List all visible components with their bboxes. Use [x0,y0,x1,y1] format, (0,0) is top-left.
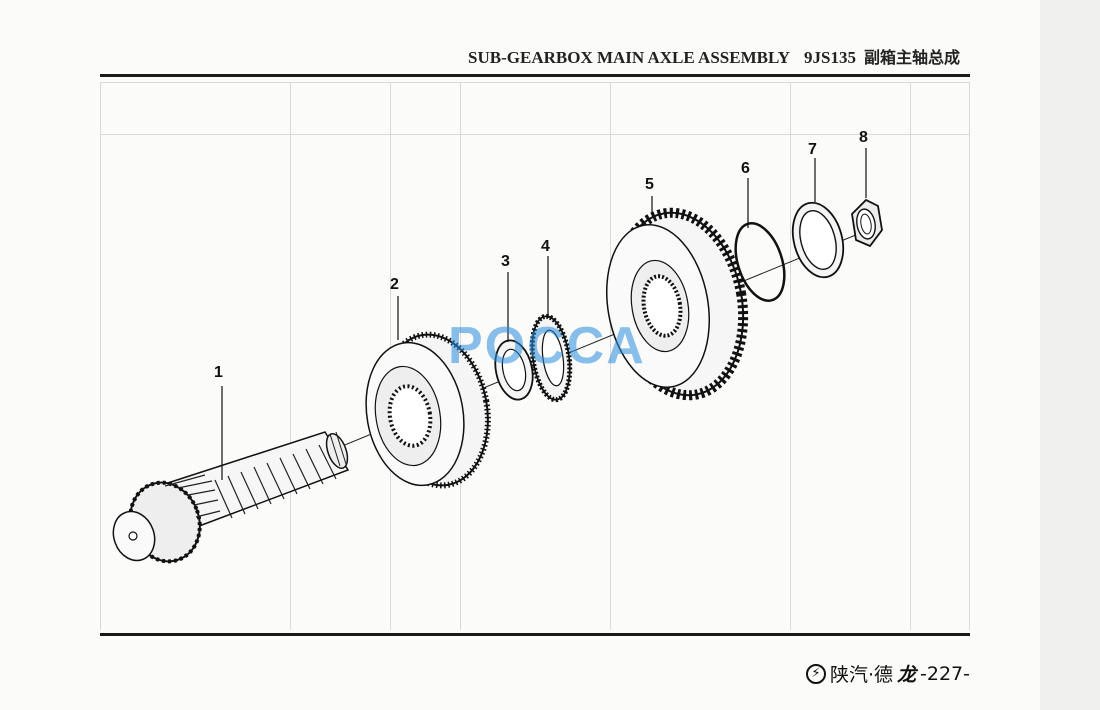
callout-1: 1 [214,364,223,381]
page-number: -227- [920,662,970,685]
part-1-main-shaft [112,431,350,564]
callout-2: 2 [390,276,399,293]
callout-7: 7 [808,141,817,158]
watermark: POCCA [448,317,646,375]
part-5-reduction-gear [605,207,749,401]
callout-8: 8 [859,129,868,146]
part-2-synchronizer [365,331,491,489]
footer-rule [100,633,970,636]
callout-6: 6 [741,160,750,177]
model-code: 9JS135 [804,48,856,67]
brand-name: 陕汽·德 [829,664,893,686]
title-chinese: 副箱主轴总成 [863,48,960,67]
header-rule [100,74,970,77]
part-7-protection-washer [791,201,845,279]
part-4-gear-gasket [529,313,573,403]
callout-5: 5 [645,176,654,193]
title-english: SUB-GEARBOX MAIN AXLE ASSEMBLY [468,48,791,67]
callout-3: 3 [501,253,510,270]
shaanxi-logo-icon: ⚡ [805,663,826,684]
page-footer: ⚡ 陕汽·德龙 -227- [805,660,970,687]
leader-lines [221,148,867,480]
brand-name-stylized: 龙 [897,664,917,686]
callout-4: 4 [541,238,550,255]
page-margin [1040,0,1100,710]
part-8-nut [851,198,883,248]
page-title: SUB-GEARBOX MAIN AXLE ASSEMBLY 9JS135 副箱主轴… [468,44,960,68]
